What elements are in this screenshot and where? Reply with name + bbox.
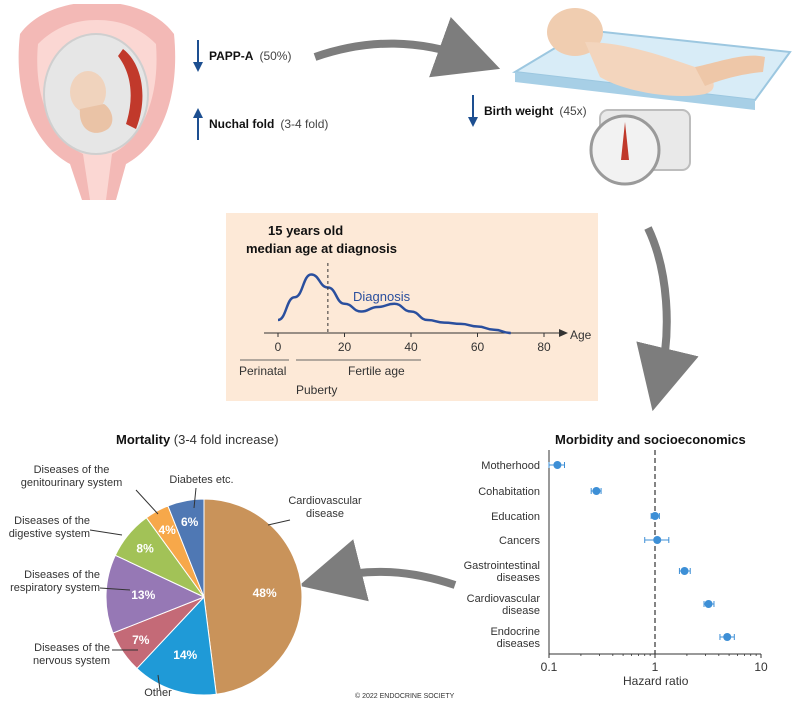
hazard-tick-label: 1	[652, 660, 659, 674]
pie-value-label: 4%	[159, 523, 177, 537]
forest-point	[723, 633, 732, 641]
pie-label-digestive: Diseases of the digestive system	[8, 515, 90, 540]
period-puberty: Puberty	[296, 383, 338, 397]
nuchal-fold-marker: Nuchal fold (3-4 fold)	[193, 108, 328, 140]
copyright-text: © 2022 ENDOCRINE SOCIETY	[355, 693, 455, 700]
diagnosis-curve	[277, 273, 511, 335]
diagnosis-headline-1: 15 years old	[268, 223, 344, 238]
pie-label-cardiovascular: Cardiovascular disease	[288, 495, 362, 520]
arrow-down-icon	[468, 95, 478, 127]
hazard-ratio-axis-label: Hazard ratio	[623, 674, 689, 688]
pie-leader-line	[99, 587, 131, 591]
age-tick-label: 0	[275, 340, 282, 354]
forest-point	[680, 567, 689, 575]
pie-value-label: 7%	[132, 633, 150, 647]
pie-slice	[167, 498, 205, 598]
forest-point	[592, 487, 601, 495]
age-tick-label: 60	[471, 340, 485, 354]
period-fertile-age: Fertile age	[348, 364, 405, 378]
age-tick-label: 20	[338, 340, 352, 354]
forest-point	[651, 512, 659, 520]
arrow-to-morbidity	[636, 226, 699, 412]
forest-point	[704, 600, 713, 608]
pie-leader-line	[89, 529, 123, 536]
pie-slice	[136, 595, 217, 696]
pie-label-diabetes: Diabetes etc.	[169, 474, 234, 486]
birth-weight-marker: Birth weight (45x)	[468, 95, 587, 127]
pie-label-other: Other	[144, 687, 172, 699]
diagnosis-curve-label: Diagnosis	[353, 289, 411, 304]
mortality-subtitle: (3-4 fold increase)	[173, 432, 279, 447]
age-tick-label: 40	[404, 340, 418, 354]
nuchal-fold-value: (3-4 fold)	[280, 117, 329, 131]
arrow-to-mortality	[298, 539, 457, 602]
pie-leader-line	[135, 489, 159, 515]
pie-leader-line	[193, 487, 197, 509]
pie-leader-line	[157, 674, 161, 691]
age-tick-label: 80	[537, 340, 551, 354]
hazard-tick-label: 10	[754, 660, 768, 674]
age-axis-label: Age	[570, 328, 592, 342]
pie-value-label: 6%	[181, 515, 199, 529]
age-axis-arrowhead	[559, 329, 568, 337]
pie-value-label: 13%	[131, 588, 155, 602]
papp-a-value: (50%)	[259, 49, 292, 63]
period-perinatal: Perinatal	[239, 364, 287, 378]
arrow-down-icon	[193, 40, 203, 72]
forest-point	[553, 461, 562, 469]
forest-category-label: Cohabitation	[478, 486, 540, 498]
arrow-to-birth	[313, 17, 501, 78]
pie-label-genitourinary: Diseases of the genitourinary system	[20, 464, 123, 489]
morbidity-title: Morbidity and socioeconomics	[555, 432, 746, 447]
uterus-fetus-illustration	[18, 4, 176, 200]
birth-weight-value: (45x)	[559, 104, 587, 118]
diagnosis-age-chart: 0 20 40 60 80	[240, 263, 568, 361]
pie-leader-line	[267, 519, 291, 526]
forest-category-label: Motherhood	[481, 460, 540, 472]
forest-category-label: Cancers	[499, 535, 540, 547]
pie-label-nervous: Diseases of the nervous system	[32, 642, 110, 667]
hazard-tick-label: 0.1	[541, 660, 558, 674]
pie-slice	[203, 498, 303, 695]
mortality-title: Mortality (3-4 fold increase)	[116, 432, 279, 447]
papp-a-label: PAPP-A	[209, 49, 254, 63]
pie-slice	[105, 554, 206, 634]
papp-a-marker: PAPP-A (50%)	[193, 40, 291, 72]
arrow-up-icon	[193, 108, 203, 140]
pie-value-label: 48%	[253, 586, 277, 600]
pie-label-respiratory: Diseases of the respiratory system	[10, 569, 100, 594]
pie-value-label: 8%	[136, 541, 154, 555]
diagnosis-headline-2: median age at diagnosis	[246, 241, 397, 256]
forest-point	[653, 536, 662, 544]
nuchal-fold-label: Nuchal fold	[209, 117, 275, 131]
mortality-title-text: Mortality	[116, 432, 171, 447]
baby-scale-illustration	[511, 8, 792, 186]
birth-weight-label: Birth weight	[484, 104, 554, 118]
pie-value-label: 14%	[173, 648, 197, 662]
forest-category-label: Education	[491, 511, 540, 523]
